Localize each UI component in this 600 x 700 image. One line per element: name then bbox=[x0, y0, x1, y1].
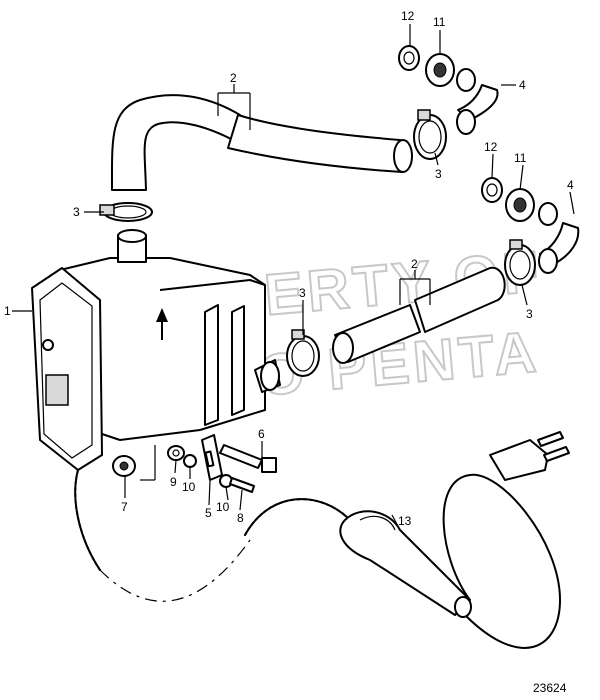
upper-hose bbox=[110, 94, 413, 191]
callout-2-lower: 2 bbox=[411, 257, 418, 271]
hose-clamp-lower-right bbox=[504, 239, 536, 286]
lower-fittings bbox=[481, 177, 580, 274]
callout-1: 1 bbox=[4, 304, 11, 318]
mounting-hardware bbox=[167, 434, 277, 493]
callout-4-lower: 4 bbox=[567, 178, 574, 192]
upper-fittings bbox=[398, 45, 499, 135]
callout-10-right: 10 bbox=[216, 500, 230, 514]
hose-clamp-upper-left bbox=[99, 202, 153, 222]
hose-clamp-upper-right bbox=[413, 109, 447, 160]
callout-12-upper: 12 bbox=[401, 9, 415, 23]
cables bbox=[74, 469, 561, 649]
leader-lines bbox=[12, 24, 575, 529]
engine-heater bbox=[31, 229, 281, 471]
callout-3-upper-right: 3 bbox=[435, 167, 442, 181]
callout-11-upper: 11 bbox=[433, 15, 446, 29]
callout-4-upper: 4 bbox=[519, 78, 526, 92]
callout-10-left: 10 bbox=[182, 480, 196, 494]
callout-3-lower-left: 3 bbox=[299, 286, 306, 300]
callout-9: 9 bbox=[170, 475, 177, 489]
callout-3-upper-left: 3 bbox=[73, 205, 80, 219]
callout-13: 13 bbox=[398, 514, 412, 528]
callout-8: 8 bbox=[237, 511, 244, 525]
cable-connector bbox=[339, 510, 472, 618]
callout-7: 7 bbox=[121, 500, 128, 514]
callout-2-upper: 2 bbox=[230, 71, 237, 85]
callout-3-lower-right: 3 bbox=[526, 307, 533, 321]
callout-5: 5 bbox=[205, 506, 212, 520]
callout-6: 6 bbox=[258, 427, 265, 441]
lower-hose bbox=[332, 266, 506, 364]
callout-11-lower: 11 bbox=[514, 151, 527, 165]
document-number: 23624 bbox=[533, 681, 567, 695]
callouts: 1 2 2 3 3 3 3 4 4 5 6 7 8 9 10 10 11 11 … bbox=[4, 9, 574, 528]
mains-plug bbox=[489, 431, 570, 481]
grommet bbox=[112, 455, 136, 477]
hose-clamp-lower-left bbox=[286, 329, 320, 377]
callout-12-lower: 12 bbox=[484, 140, 498, 154]
